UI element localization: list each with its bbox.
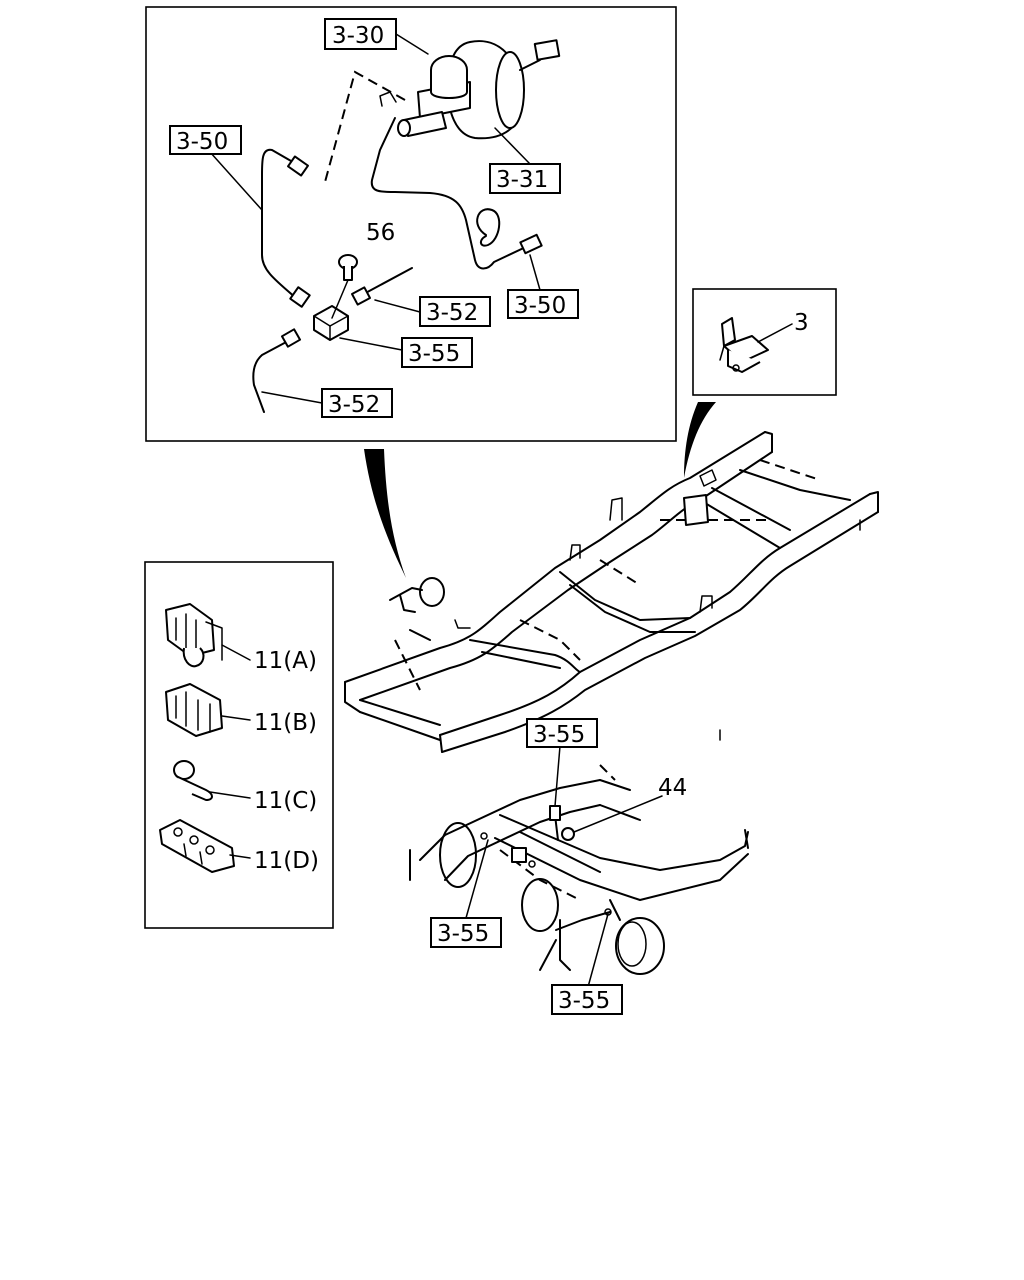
frame-booster bbox=[389, 577, 445, 641]
callout-56: 56 bbox=[366, 220, 395, 246]
pointer-wedge-left bbox=[364, 449, 406, 578]
callout-3-50-right: 3-50 bbox=[514, 293, 566, 319]
master-cylinder bbox=[397, 55, 471, 137]
callout-3-55-rear-top: 3-55 bbox=[533, 722, 585, 748]
callout-3-55-rear-left: 3-55 bbox=[437, 921, 489, 947]
callout-3: 3 bbox=[794, 310, 809, 336]
callout-11b: 11(B) bbox=[254, 710, 317, 736]
bracket-3 bbox=[719, 317, 769, 373]
brake-pipe-left bbox=[261, 148, 299, 299]
clip-11b bbox=[165, 683, 223, 737]
pointer-wedge-right bbox=[684, 402, 716, 478]
brake-line-detail-panel: 3-30 3-31 3-50 3-50 56 3-52 3-55 3-52 bbox=[145, 6, 677, 442]
callout-3-52-upper: 3-52 bbox=[426, 300, 478, 326]
bolt-56 bbox=[331, 254, 358, 319]
brake-pipe-lower bbox=[252, 339, 291, 413]
rear-axle-detail: 3-55 44 3-55 3-55 bbox=[409, 718, 749, 1015]
junction-block bbox=[313, 305, 349, 341]
clip-detail-panel: 11(A) 11(B) 11(C) 11(D) bbox=[144, 561, 334, 929]
callout-3-55-upper: 3-55 bbox=[408, 341, 460, 367]
frame-bracket bbox=[683, 469, 717, 526]
callout-11d: 11(D) bbox=[254, 848, 319, 874]
pipe-fitting bbox=[519, 233, 543, 255]
clip-11a bbox=[165, 603, 223, 668]
clip-11c bbox=[173, 760, 213, 801]
callout-44: 44 bbox=[658, 775, 687, 801]
callout-3-31: 3-31 bbox=[496, 167, 548, 193]
callout-3-50-left: 3-50 bbox=[176, 129, 228, 155]
callout-3-55-rear-bottom: 3-55 bbox=[558, 988, 610, 1014]
clip-11d bbox=[159, 819, 235, 873]
callout-3-30: 3-30 bbox=[332, 23, 384, 49]
bracket-detail-panel: 3 bbox=[692, 288, 837, 396]
brake-pipe-right bbox=[370, 117, 531, 270]
callout-11a: 11(A) bbox=[254, 648, 317, 674]
callout-3-52-lower: 3-52 bbox=[328, 392, 380, 418]
callout-11c: 11(C) bbox=[254, 788, 317, 814]
